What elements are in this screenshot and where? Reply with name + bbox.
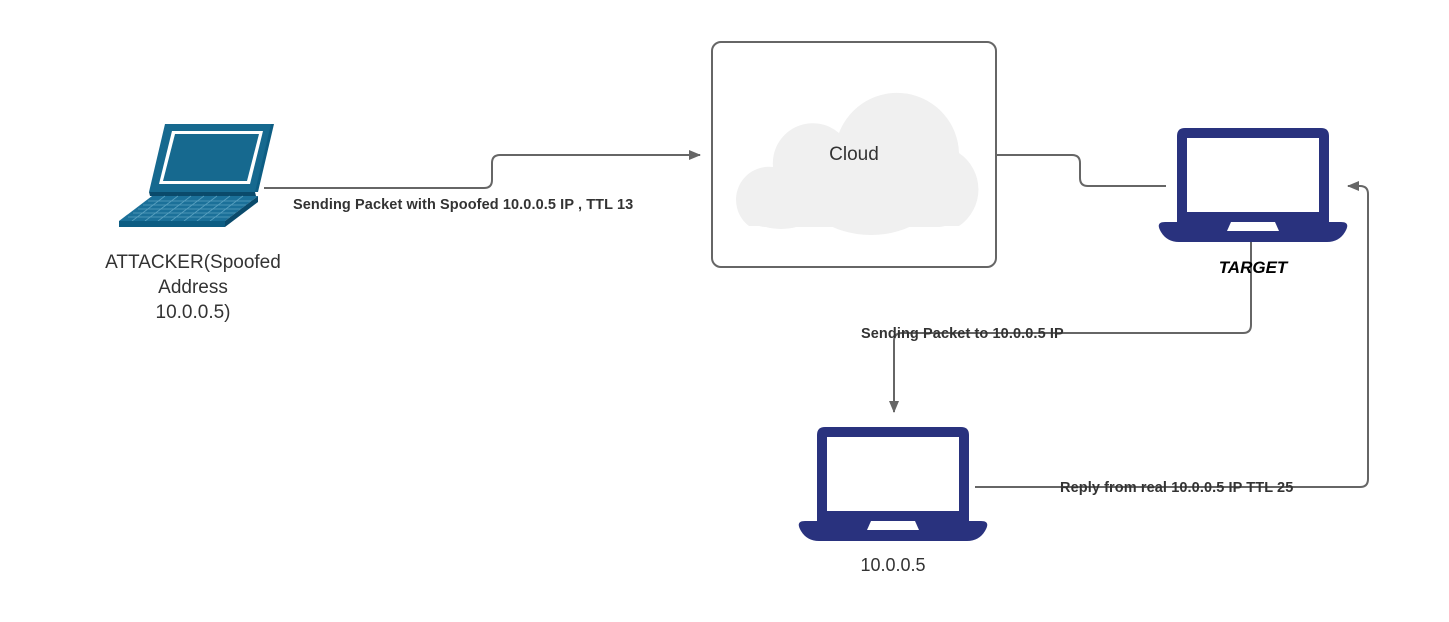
target-label: TARGET <box>1218 258 1288 277</box>
edge-label-attacker-to-cloud: Sending Packet with Spoofed 10.0.0.5 IP … <box>293 197 634 213</box>
node-attacker[interactable] <box>108 122 278 227</box>
cloud-container <box>711 41 997 268</box>
node-cloud[interactable] <box>711 41 997 268</box>
laptop-isometric-icon <box>119 124 274 227</box>
cloud-label: Cloud <box>829 144 879 165</box>
edge-label-target-to-victim: Sending Packet to 10.0.0.5 IP <box>861 326 1064 342</box>
node-victim[interactable] <box>795 425 991 545</box>
attacker-label: ATTACKER(Spoofed Address 10.0.0.5) <box>105 252 281 323</box>
edge-attacker-to-cloud <box>264 150 701 189</box>
node-target[interactable] <box>1155 126 1351 246</box>
victim-label: 10.0.0.5 <box>860 555 926 575</box>
edge-label-victim-to-target: Reply from real 10.0.0.5 IP TTL 25 <box>1060 480 1294 496</box>
edge-cloud-to-target <box>996 154 1166 187</box>
laptop-icon <box>1158 128 1348 242</box>
laptop-icon <box>798 427 988 541</box>
cloud-icon <box>736 92 979 235</box>
